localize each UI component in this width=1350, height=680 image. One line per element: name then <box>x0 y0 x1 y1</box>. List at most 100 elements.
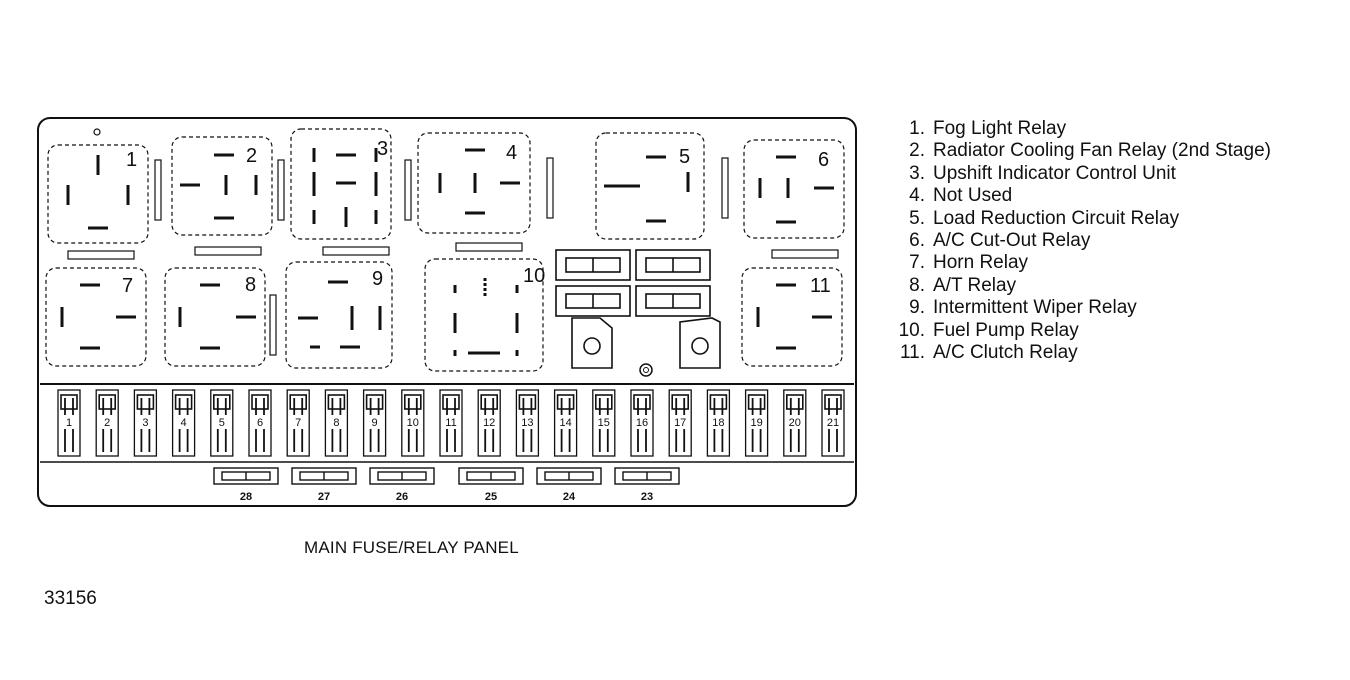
fuse: 18 <box>706 389 731 457</box>
fuse-row-bottom: 28 27 26 25 24 23 <box>213 467 680 503</box>
relay: 7 <box>45 267 147 367</box>
legend-item: 11.A/C Clutch Relay <box>880 342 1271 364</box>
relay: 1 <box>47 144 149 244</box>
legend-item: 2. Radiator Cooling Fan Relay (2nd Stage) <box>880 140 1271 162</box>
fuse-number: 4 <box>181 417 187 429</box>
fuse: 11 <box>439 389 463 457</box>
fuse: 28 <box>213 467 279 503</box>
relay: 8 <box>164 267 266 367</box>
fuse-number: 5 <box>219 417 225 429</box>
fuse-number: 23 <box>641 491 653 503</box>
fuse-number: 28 <box>240 491 252 503</box>
relay-group: 1 2 3 <box>45 128 845 372</box>
fuse: 19 <box>744 389 769 457</box>
fuse: 25 <box>458 467 524 503</box>
fuse: 15 <box>592 389 616 457</box>
relay-legend: 1. Fog Light Relay 2. Radiator Cooling Fan … <box>880 118 1271 364</box>
legend-item-number: 1. <box>909 118 925 139</box>
legend-item: 9. Intermittent Wiper Relay <box>880 297 1271 319</box>
fuse: 5 <box>210 389 234 457</box>
fuse-number: 24 <box>563 491 576 503</box>
fuse: 2 <box>95 389 119 457</box>
fuse-number: 2 <box>104 417 110 429</box>
fuse: 14 <box>553 389 578 457</box>
fuse: 8 <box>324 389 349 457</box>
fuse-number: 1 <box>66 417 72 429</box>
legend-item: 6. A/C Cut-Out Relay <box>880 230 1271 252</box>
relay: 4 <box>417 132 531 234</box>
relay-number: 1 <box>126 149 137 171</box>
fuse-number: 21 <box>827 417 839 429</box>
relay-number: 7 <box>122 275 133 297</box>
relay-number: 6 <box>818 149 829 171</box>
relay: 6 <box>743 139 845 239</box>
legend-item: 10. Fuel Pump Relay <box>880 320 1271 342</box>
fuse-number: 16 <box>636 417 648 429</box>
legend-item-label: A/T Relay <box>933 274 1017 296</box>
panel-outline <box>37 117 857 507</box>
relay: 11 <box>741 267 843 367</box>
fuse-number: 9 <box>372 417 378 429</box>
relay-number: 9 <box>372 268 383 290</box>
fuse: 12 <box>477 389 501 457</box>
legend-item-number: 7. <box>909 252 925 274</box>
panel-hole <box>93 128 101 136</box>
fuse: 10 <box>401 389 425 457</box>
fuse-number: 25 <box>485 491 497 503</box>
fuse: 27 <box>291 467 357 503</box>
legend-item-number: 11. <box>899 342 925 364</box>
fuse: 1 <box>57 389 81 457</box>
fuse: 13 <box>515 389 540 457</box>
diagram-caption: MAIN FUSE/RELAY PANEL <box>304 538 519 557</box>
relay-number: 11 <box>810 275 831 297</box>
legend-item-number: 5. <box>909 207 925 229</box>
fuse-number: 17 <box>674 417 686 429</box>
fuse-number: 8 <box>333 417 339 429</box>
legend-item-label: A/C Cut-Out Relay <box>933 230 1091 252</box>
fuse: 3 <box>133 389 158 457</box>
legend-item: 1. Fog Light Relay <box>880 118 1271 140</box>
relay: 9 <box>285 261 393 369</box>
legend-item-label: Load Reduction Circuit Relay <box>933 207 1180 229</box>
legend-item-number: 4. <box>909 185 925 207</box>
fuse-number: 15 <box>598 417 610 429</box>
legend-item-number: 9. <box>909 297 925 319</box>
legend-item-label: Fog Light Relay <box>933 118 1067 139</box>
center-maxi-fuses <box>555 249 711 317</box>
fuse: 20 <box>783 389 807 457</box>
fuse-number: 12 <box>483 417 495 429</box>
relay: 5 <box>595 132 705 240</box>
fuse-number: 18 <box>712 417 724 429</box>
terminal-posts <box>571 317 721 369</box>
legend-item-number: 10. <box>898 319 925 341</box>
legend-item-label: Fuel Pump Relay <box>933 319 1079 341</box>
relay: 10 <box>424 258 545 372</box>
panel-screw-inner <box>643 367 649 373</box>
fuse-number: 14 <box>559 417 571 429</box>
fuse: 16 <box>630 389 654 457</box>
fuse-number: 11 <box>445 417 456 429</box>
legend-item: 8.A/T Relay <box>880 275 1271 297</box>
fuse: 26 <box>369 467 435 503</box>
relay-number: 4 <box>506 142 517 164</box>
legend-item: 5. Load Reduction Circuit Relay <box>880 208 1271 230</box>
fuse-number: 3 <box>142 417 148 429</box>
panel-screw <box>639 363 653 377</box>
fuse-number: 7 <box>295 417 301 429</box>
legend-item-number: 6. <box>909 230 925 252</box>
legend-item-number: 2. <box>909 140 925 162</box>
fuse: 21 <box>821 389 845 457</box>
fuse-number: 20 <box>789 417 801 429</box>
fuse-number: 19 <box>750 417 762 429</box>
legend-item-label: Radiator Cooling Fan Relay (2nd Stage) <box>933 140 1271 162</box>
fuse: 23 <box>614 467 680 503</box>
legend-item-label: Intermittent Wiper Relay <box>933 297 1137 319</box>
connector-strips <box>67 157 839 356</box>
relay-number: 5 <box>679 146 690 168</box>
relay-number: 3 <box>377 138 388 160</box>
legend-item: 7.Horn Relay <box>880 252 1271 274</box>
fuse: 17 <box>668 389 692 457</box>
fuse: 7 <box>286 389 310 457</box>
legend-item: 4.Not Used <box>880 185 1271 207</box>
fuse-number: 10 <box>407 417 419 429</box>
